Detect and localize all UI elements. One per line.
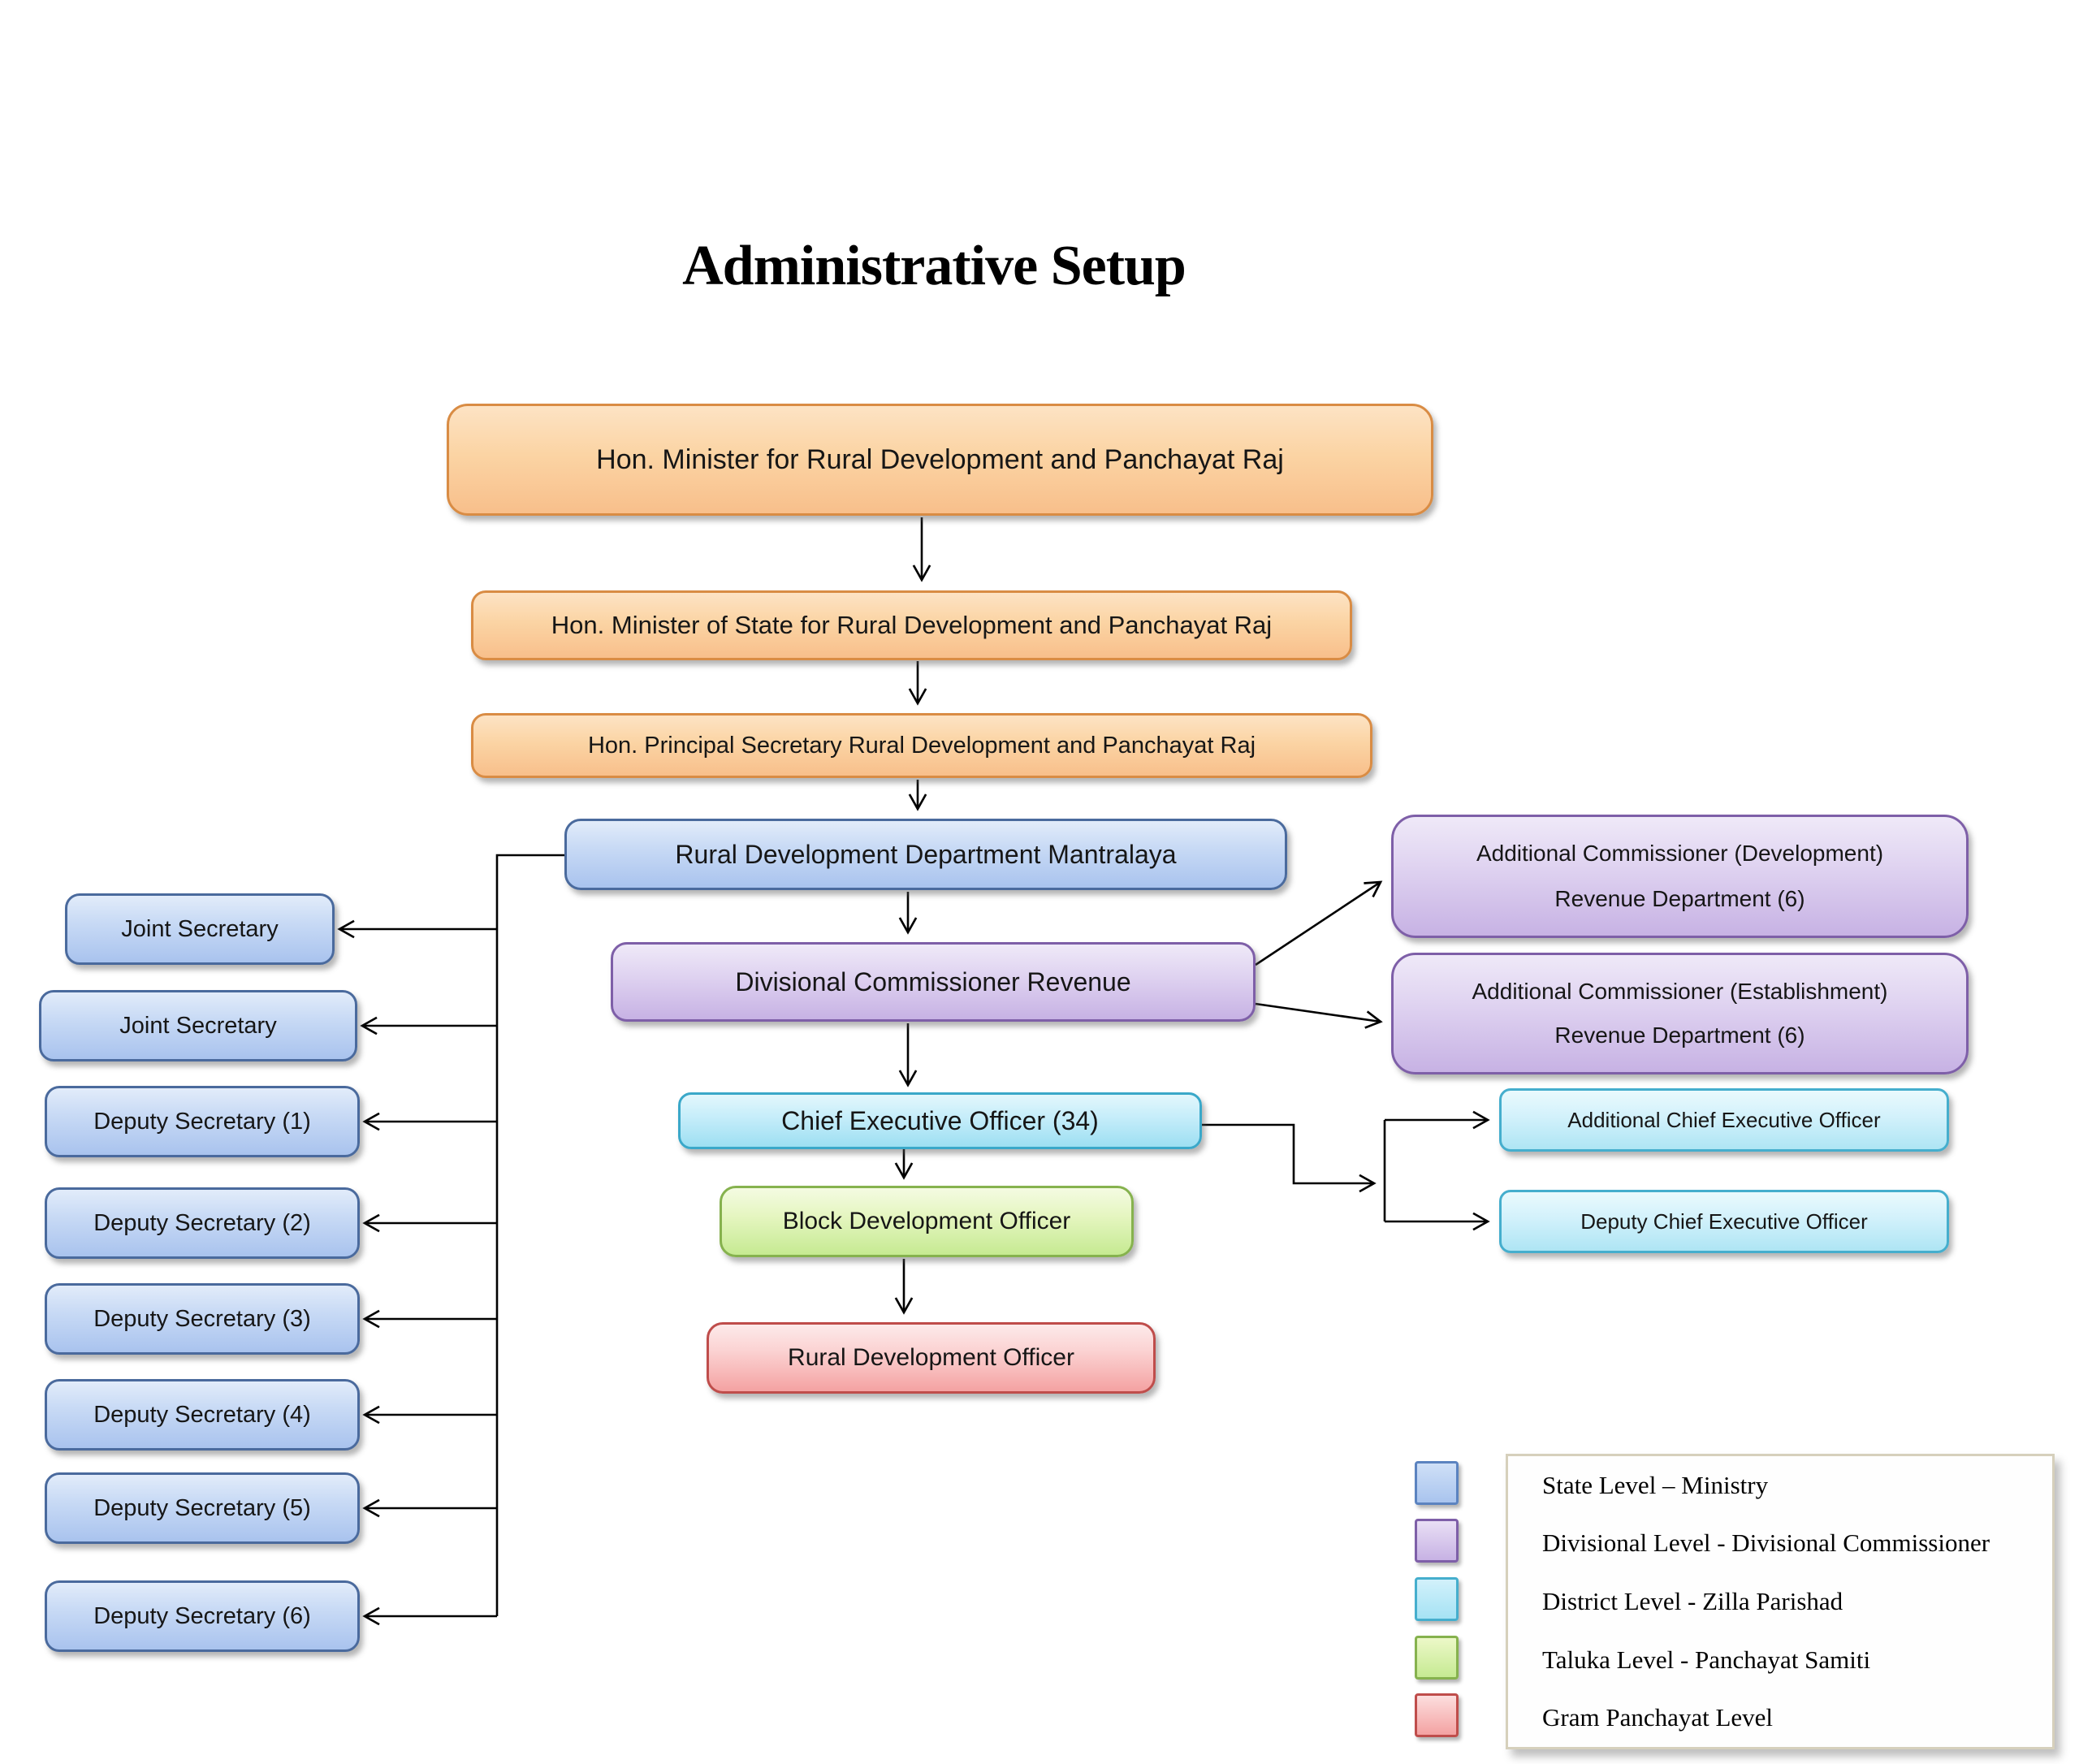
node-minister-of-state: Hon. Minister of State for Rural Develop… [471,590,1352,660]
legend-swatch-divisional-level [1415,1519,1459,1563]
node-line1: Additional Commissioner (Development) [1476,841,1884,867]
legend-swatch-taluka-level [1415,1636,1459,1680]
page-title: Administrative Setup [682,235,1186,297]
legend-label-gram-panchayat-level: Gram Panchayat Level [1542,1703,1774,1732]
node-joint-secretary-2: Joint Secretary [39,990,357,1061]
node-deputy-secretary-2: Deputy Secretary (2) [45,1187,360,1259]
node-additional-commissioner-development: Additional Commissioner (Development) Re… [1391,815,1969,938]
legend-label-district-level: District Level - Zilla Parishad [1542,1586,1843,1615]
node-line1: Additional Commissioner (Establishment) [1472,978,1888,1004]
node-line2: Revenue Department (6) [1554,1023,1805,1048]
node-block-development-officer: Block Development Officer [720,1186,1134,1257]
legend-swatch-gram-panchayat-level [1415,1693,1459,1737]
legend-label-taluka-level: Taluka Level - Panchayat Samiti [1542,1645,1871,1674]
node-deputy-secretary-6: Deputy Secretary (6) [45,1580,360,1652]
node-mantralaya: Rural Development Department Mantralaya [564,819,1287,890]
node-deputy-secretary-1: Deputy Secretary (1) [45,1086,360,1157]
node-line2: Revenue Department (6) [1554,885,1805,911]
legend-label-divisional-level: Divisional Level - Divisional Commission… [1542,1528,1990,1558]
node-principal-secretary: Hon. Principal Secretary Rural Developme… [471,713,1372,778]
node-deputy-chief-executive-officer: Deputy Chief Executive Officer [1499,1190,1949,1253]
node-joint-secretary-1: Joint Secretary [65,893,335,965]
node-deputy-secretary-5: Deputy Secretary (5) [45,1472,360,1544]
node-additional-chief-executive-officer: Additional Chief Executive Officer [1499,1088,1949,1152]
node-additional-commissioner-establishment: Additional Commissioner (Establishment) … [1391,953,1969,1074]
node-deputy-secretary-3: Deputy Secretary (3) [45,1283,360,1355]
legend-swatch-district-level [1415,1577,1459,1621]
node-minister: Hon. Minister for Rural Development and … [447,404,1433,516]
legend-panel: State Level – Ministry Divisional Level … [1506,1454,2055,1749]
node-divisional-commissioner: Divisional Commissioner Revenue [611,942,1256,1022]
legend-swatch-state-level [1415,1461,1459,1505]
node-chief-executive-officer: Chief Executive Officer (34) [678,1092,1202,1149]
legend-label-state-level: State Level – Ministry [1542,1470,1769,1499]
node-deputy-secretary-4: Deputy Secretary (4) [45,1379,360,1451]
node-rural-development-officer: Rural Development Officer [707,1322,1156,1394]
